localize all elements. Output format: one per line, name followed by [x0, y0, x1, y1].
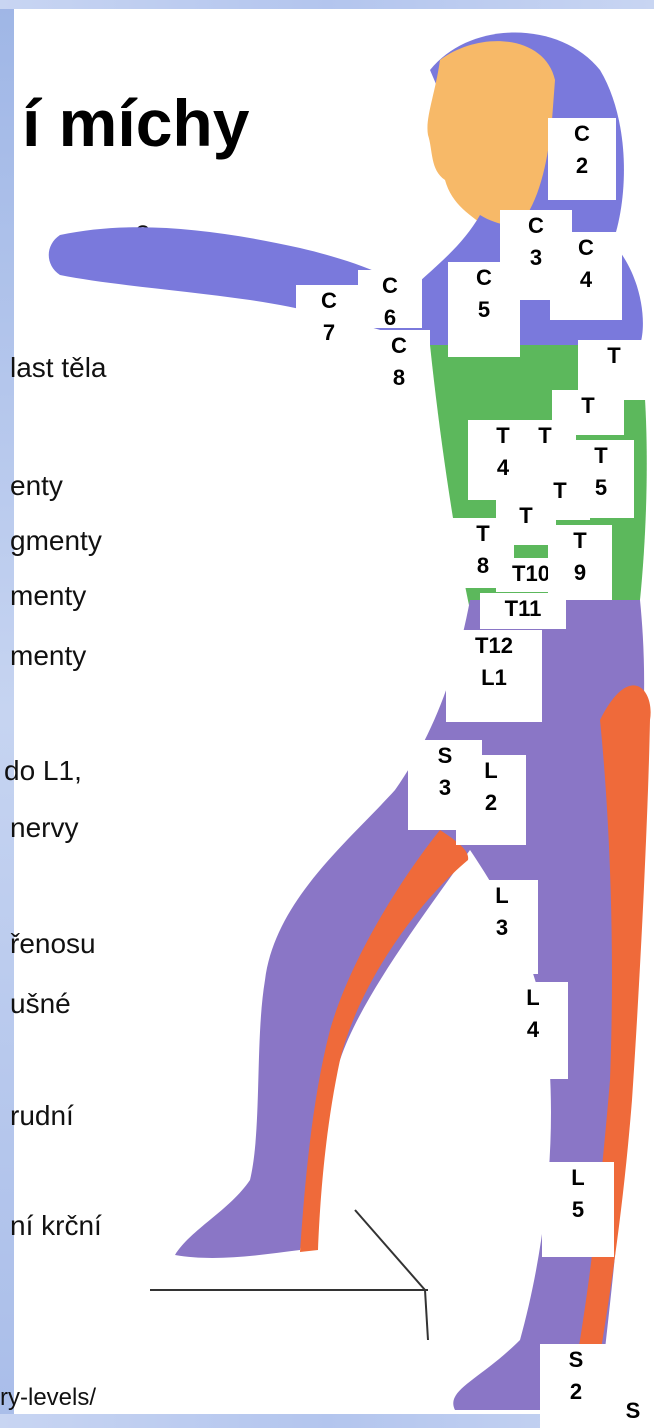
dermatome-label: C7 [296, 285, 362, 373]
dermatome-label: T12L1 [446, 630, 542, 722]
dermatome-label: C4 [550, 232, 622, 320]
dermatome-label: C8 [368, 330, 430, 420]
dermatome-label: L4 [498, 982, 568, 1079]
dermatome-label: S2 [540, 1344, 612, 1428]
dermatome-label: S [612, 1395, 654, 1428]
legs-region [175, 600, 644, 1410]
dermatome-label: C2 [548, 118, 616, 200]
dermatome-label: L3 [466, 880, 538, 974]
dermatome-label: T9 [548, 525, 612, 600]
dermatome-label: L5 [542, 1162, 614, 1257]
dermatome-label: C6 [358, 270, 422, 328]
dermatome-label: T [514, 420, 576, 475]
dermatome-label: C5 [448, 262, 520, 357]
dermatome-label: L2 [456, 755, 526, 845]
dermatome-label: T11 [480, 593, 566, 629]
